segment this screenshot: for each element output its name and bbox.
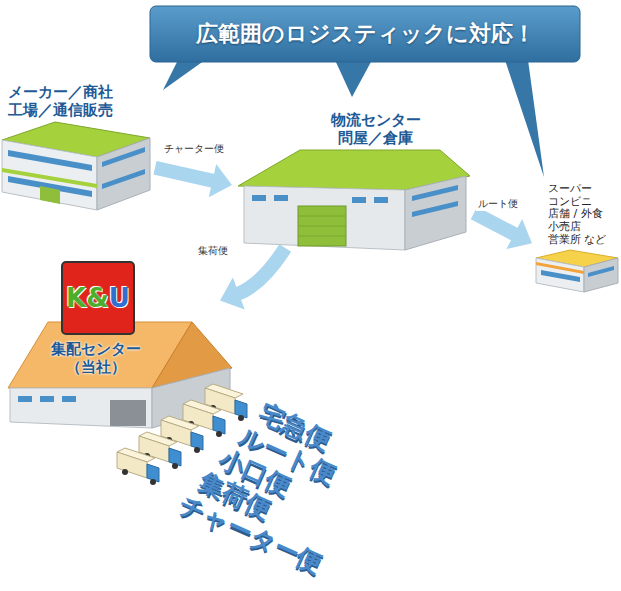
logistics-center-building: [238, 150, 470, 250]
logistics-center-building: [252, 195, 266, 201]
logistics-center-building: [274, 195, 288, 201]
logistics-center-building: [352, 197, 366, 203]
service-word: チャーター便: [175, 492, 325, 578]
building-node: メーカー／商社 工場／通信販売: [0, 80, 155, 215]
logistics-center-building: [298, 226, 346, 227]
edge-label-slot: チャーター便: [162, 142, 226, 156]
label-slot: 小口便: [226, 446, 301, 472]
store-building: [588, 266, 614, 277]
truck-fleet: [216, 431, 222, 437]
maker-building: [2, 122, 150, 210]
edge-label-slot: ルート便: [476, 197, 520, 211]
logistics-center-building: [244, 186, 405, 250]
truck-fleet: [150, 479, 156, 485]
arrow-head: [209, 164, 232, 197]
building-node: 物流センター 問屋／倉庫: [232, 108, 474, 248]
label-slot: チャーター便: [186, 492, 339, 518]
truck-fleet: [117, 448, 159, 485]
arrow-shaft: [237, 248, 285, 294]
arrow-head: [506, 219, 532, 249]
store-label: スーパー コンビニ 店舗 / 外食 小売店 営業所 など: [548, 183, 610, 246]
truck-fleet: [194, 447, 200, 453]
depot-building: [62, 396, 76, 402]
maker-building: [102, 169, 145, 189]
logistics-center-building: [412, 185, 458, 201]
logistics-center-building: [298, 236, 346, 237]
truck-fleet: [238, 415, 244, 421]
speech-banner: [150, 6, 580, 62]
maker-building: [97, 138, 150, 210]
maker-building: [2, 140, 97, 210]
center-label: 物流センター 問屋／倉庫: [327, 111, 425, 147]
edge-label: ルート便: [476, 197, 520, 211]
label-slot: K&U: [62, 262, 134, 334]
edge-label: チャーター便: [162, 142, 226, 156]
truck-fleet: [172, 463, 178, 469]
logistics-center-building: [412, 201, 458, 217]
flow-arrow: [474, 213, 532, 249]
maker-building: [8, 150, 92, 171]
truck-fleet: [117, 452, 147, 478]
label-slot: ルート便: [246, 423, 348, 449]
company-logo-text: K&U: [66, 283, 130, 313]
maker-label: メーカー／商社 工場／通信販売: [8, 83, 119, 119]
arrow-head: [220, 278, 245, 310]
maker-building: [102, 147, 145, 167]
banner-slot: 広範囲のロジスティックに対応！: [150, 6, 580, 62]
company-logo: [62, 262, 134, 334]
store-building: [584, 258, 618, 292]
depot-building: [40, 396, 54, 402]
company-logo: [62, 262, 134, 334]
speech-banner: [335, 60, 372, 97]
logistics-center-building: [405, 176, 466, 250]
logistics-center-building: [298, 216, 346, 217]
edge-label-slot: 集荷便: [196, 244, 230, 258]
logistics-center-building: [298, 206, 346, 246]
store-building: [536, 258, 584, 292]
flow-arrow: [155, 164, 232, 197]
depot-building: [110, 400, 146, 426]
speech-banner: [163, 60, 205, 90]
maker-building: [40, 186, 60, 204]
edge-label: 集荷便: [196, 244, 230, 258]
arrow-shaft: [474, 213, 516, 235]
depot-building: [18, 396, 32, 402]
speech-banner: [505, 60, 544, 177]
building-node: スーパー コンビニ 店舗 / 外食 小売店 営業所 など: [532, 180, 621, 295]
depot-building: [10, 388, 152, 428]
label-slot: 宅急便: [266, 400, 341, 426]
arrow-shaft: [155, 168, 214, 181]
logistics-center-building: [374, 197, 388, 203]
store-building: [541, 270, 580, 282]
banner-title: 広範囲のロジスティックに対応！: [196, 19, 535, 49]
depot-label: 集配センター （当社）: [47, 340, 145, 376]
label-slot: 集荷便: [206, 469, 281, 495]
store-building: [536, 250, 618, 292]
truck-fleet: [122, 469, 128, 475]
